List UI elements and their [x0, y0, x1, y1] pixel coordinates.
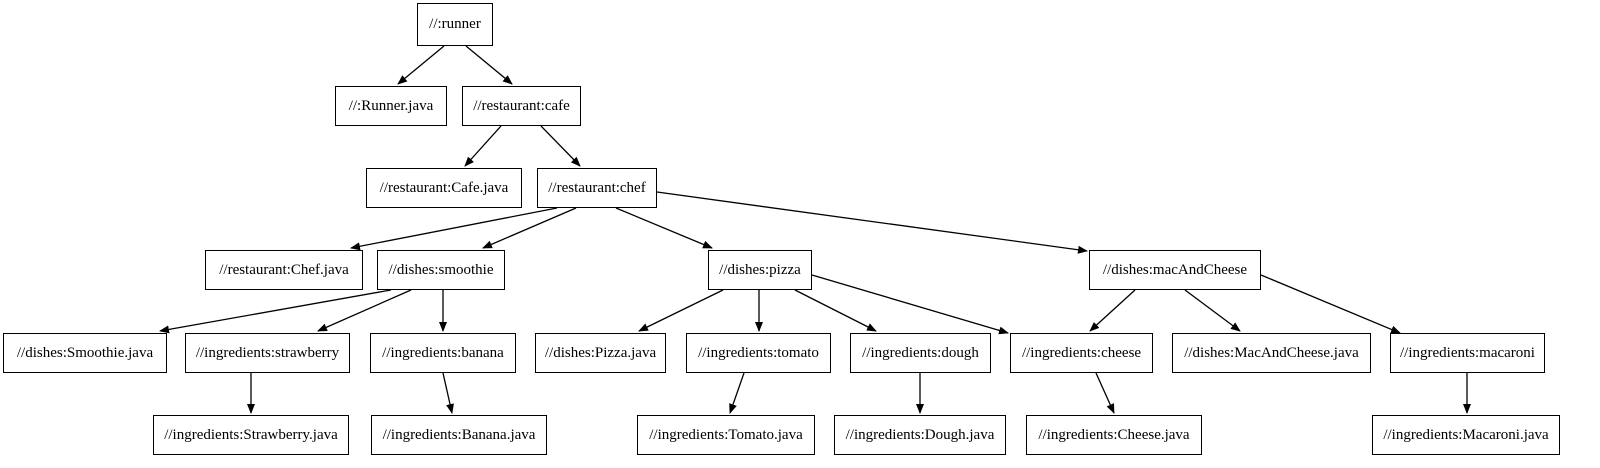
graph-node-macaroni[interactable]: //ingredients:macaroni — [1390, 333, 1545, 373]
graph-node-restaurant_chef[interactable]: //restaurant:chef — [537, 168, 657, 208]
graph-node-tomato_java[interactable]: //ingredients:Tomato.java — [637, 415, 815, 455]
graph-node-label: //ingredients:Banana.java — [382, 426, 536, 443]
graph-node-pizza_java[interactable]: //dishes:Pizza.java — [535, 333, 666, 373]
graph-edge — [465, 45, 513, 85]
graph-node-label: //ingredients:Macaroni.java — [1383, 426, 1549, 443]
graph-node-label: //:runner — [429, 16, 481, 32]
graph-edge — [615, 207, 713, 249]
graph-node-label: //ingredients:banana — [382, 344, 504, 361]
graph-edge — [317, 289, 412, 332]
graph-edge — [350, 207, 558, 251]
graph-edge — [811, 274, 1009, 335]
graph-node-label: //restaurant:chef — [548, 179, 646, 196]
graph-node-dough[interactable]: //ingredients:dough — [850, 333, 991, 373]
graph-edge — [729, 372, 745, 414]
graph-node-restaurant_cafe[interactable]: //restaurant:cafe — [462, 86, 581, 126]
graph-node-label: //dishes:pizza — [719, 261, 801, 278]
graph-edge — [482, 207, 577, 249]
graph-node-mac_and_cheese_java[interactable]: //dishes:MacAndCheese.java — [1172, 333, 1371, 373]
graph-node-label: //restaurant:Cafe.java — [379, 179, 509, 196]
graph-node-label: //ingredients:Tomato.java — [649, 426, 803, 443]
graph-node-smoothie[interactable]: //dishes:smoothie — [377, 250, 505, 290]
graph-node-label: //ingredients:Dough.java — [845, 426, 995, 443]
graph-node-strawberry[interactable]: //ingredients:strawberry — [185, 333, 350, 373]
graph-node-cafe_java[interactable]: //restaurant:Cafe.java — [366, 168, 522, 208]
graph-node-macaroni_java[interactable]: //ingredients:Macaroni.java — [1372, 415, 1560, 455]
graph-node-label: //ingredients:macaroni — [1400, 344, 1535, 361]
graph-edge — [464, 125, 502, 167]
graph-node-dough_java[interactable]: //ingredients:Dough.java — [834, 415, 1006, 455]
graph-node-label: //:Runner.java — [348, 97, 434, 114]
graph-node-cheese[interactable]: //ingredients:cheese — [1010, 333, 1153, 373]
graph-node-mac_and_cheese[interactable]: //dishes:macAndCheese — [1089, 250, 1261, 290]
graph-node-label: //restaurant:Chef.java — [219, 261, 349, 278]
graph-node-label: //dishes:Smoothie.java — [16, 344, 154, 361]
graph-node-runner[interactable]: //:runner — [417, 3, 493, 46]
graph-node-banana_java[interactable]: //ingredients:Banana.java — [371, 415, 547, 455]
graph-edge — [1184, 289, 1241, 332]
graph-node-label: //dishes:smoothie — [388, 261, 494, 278]
graph-node-pizza[interactable]: //dishes:pizza — [708, 250, 812, 290]
graph-node-label: //dishes:MacAndCheese.java — [1184, 344, 1359, 361]
graph-node-label: //dishes:macAndCheese — [1102, 261, 1248, 278]
graph-node-chef_java[interactable]: //restaurant:Chef.java — [205, 250, 363, 290]
graph-edge — [1089, 289, 1136, 332]
graph-node-label: //ingredients:strawberry — [195, 344, 340, 361]
graph-edge — [159, 289, 392, 334]
graph-node-tomato[interactable]: //ingredients:tomato — [686, 333, 831, 373]
graph-edge — [656, 191, 1088, 254]
graph-node-label: //ingredients:Cheese.java — [1038, 426, 1190, 443]
graph-edge — [442, 372, 454, 414]
graph-edge — [540, 125, 581, 167]
graph-node-label: //ingredients:cheese — [1021, 344, 1142, 361]
graph-node-label: //dishes:Pizza.java — [544, 344, 657, 361]
graph-node-label: //restaurant:cafe — [473, 97, 570, 114]
graph-edge — [397, 45, 445, 85]
graph-node-label: //ingredients:dough — [862, 344, 979, 361]
graph-node-strawberry_java[interactable]: //ingredients:Strawberry.java — [153, 415, 349, 455]
graph-edge — [1095, 372, 1115, 414]
graph-node-label: //ingredients:Strawberry.java — [164, 426, 338, 443]
graph-edge — [1260, 274, 1401, 334]
graph-node-label: //ingredients:tomato — [698, 344, 819, 361]
graph-edge — [794, 289, 877, 332]
graph-node-cheese_java[interactable]: //ingredients:Cheese.java — [1026, 415, 1202, 455]
graph-edge — [638, 289, 724, 332]
graph-node-banana[interactable]: //ingredients:banana — [370, 333, 516, 373]
graph-node-runner_java[interactable]: //:Runner.java — [335, 86, 447, 126]
graph-node-smoothie_java[interactable]: //dishes:Smoothie.java — [3, 333, 167, 373]
